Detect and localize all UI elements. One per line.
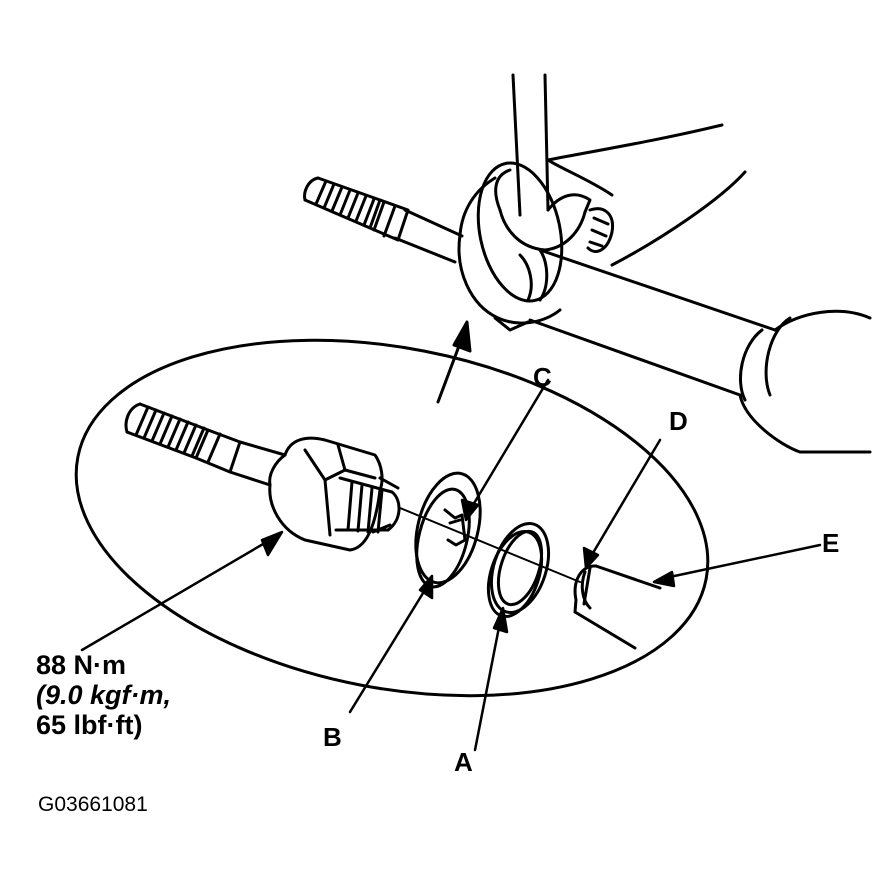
tie-rod-exploded	[124, 402, 401, 552]
leader-lines	[80, 378, 822, 752]
torque-nm: 88 N·m	[36, 650, 127, 680]
center-line	[399, 507, 581, 583]
torque-spec: 88 N·m (9.0 kgf·m, 65 lbf·ft)	[36, 650, 171, 740]
callout-c: C	[533, 362, 552, 392]
detail-ellipse	[74, 338, 710, 698]
callout-a: A	[454, 747, 473, 777]
lock-washer	[414, 471, 482, 589]
install-arrow	[436, 320, 472, 404]
installed-assembly	[303, 73, 872, 454]
rack-end	[573, 564, 662, 650]
callout-d: D	[669, 406, 688, 436]
torque-lbfft: 65 lbf·ft)	[36, 710, 143, 740]
callout-e: E	[822, 528, 840, 558]
stop-washer	[486, 522, 551, 618]
figure-code: G03661081	[38, 793, 148, 816]
callout-b: B	[323, 722, 342, 752]
torque-kgfm: (9.0 kgf·m,	[36, 680, 172, 710]
